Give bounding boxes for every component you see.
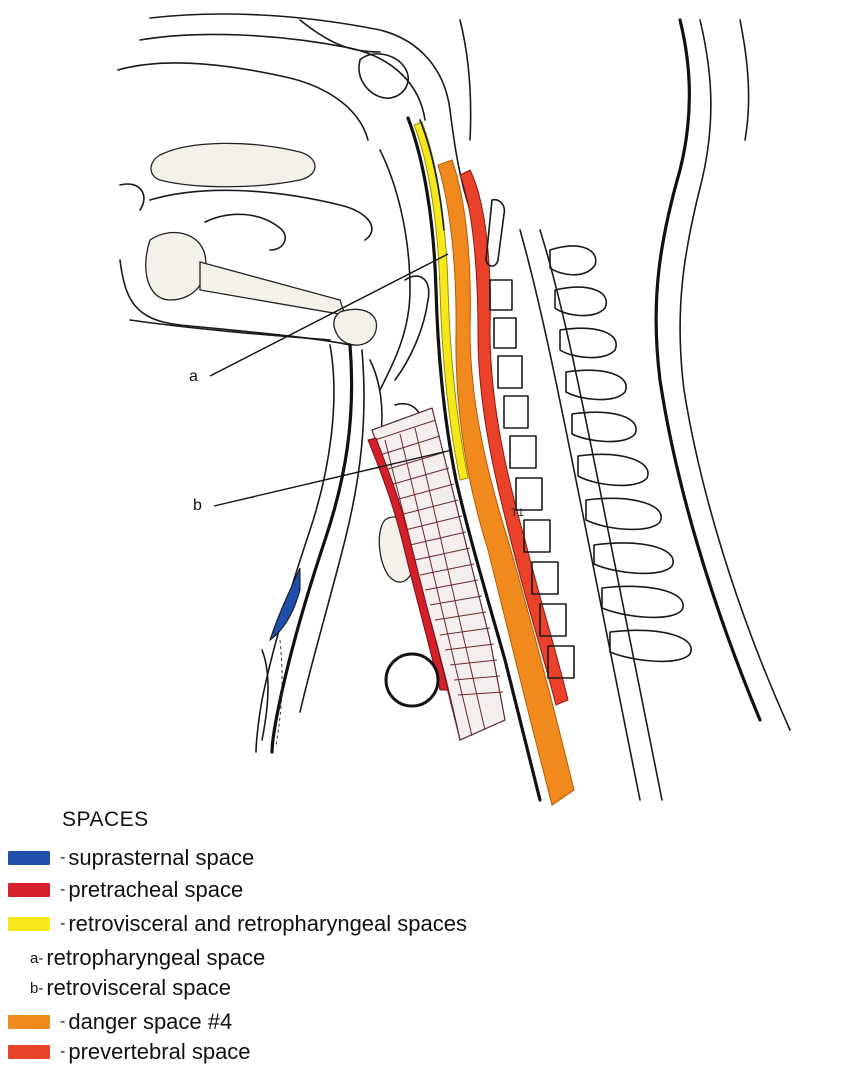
legend-label: suprasternal space [68,845,255,870]
legend-label: pretracheal space [68,877,244,902]
legend-subitem-b: b- retrovisceral space [30,974,231,1002]
pretracheal-swatch [8,883,50,897]
legend-dash: - [60,1013,66,1030]
callout-b-label: b [193,497,202,514]
legend: SPACES - suprasternal space - pretrachea… [0,800,856,1086]
legend-item-suprasternal: - suprasternal space [8,844,254,872]
legend-item-retrovisceral: - retrovisceral and retropharyngeal spac… [8,910,467,938]
legend-item-pretracheal: - pretracheal space [8,876,243,904]
legend-dash: - [60,881,66,898]
legend-label: danger space #4 [68,1009,233,1034]
palate-region [119,142,373,251]
callout-a-line [209,253,449,377]
mandible-region [119,231,378,346]
suprasternal-space [269,567,301,642]
pretracheal-space [367,437,449,691]
sternum-marker [384,652,440,708]
legend-title: SPACES [62,808,149,831]
legend-item-danger: - danger space #4 [8,1008,232,1036]
legend-sub-label: retrovisceral space [46,975,231,1000]
neck-sagittal-diagram: T1 [117,13,791,806]
callout-a-label: a [189,368,198,385]
callout-b-line [213,449,453,507]
legend-item-prevertebral: - prevertebral space [8,1038,251,1066]
legend-dash: - [60,849,66,866]
legend-label: prevertebral space [68,1039,251,1064]
legend-sub-letter: a- [30,949,44,967]
legend-dash: - [60,915,66,932]
danger-swatch [8,1015,50,1029]
suprasternal-swatch [8,851,50,865]
legend-sub-label: retropharyngeal space [46,945,266,970]
legend-dash: - [60,1043,66,1060]
danger-space [437,159,575,806]
skull-base [117,13,472,211]
cervical-spine [485,18,791,801]
vertebra-label: T1 [511,507,524,519]
prevertebral-swatch [8,1045,50,1059]
legend-subitem-a: a- retropharyngeal space [30,944,265,972]
prevertebral-space [459,169,569,706]
legend-sub-letter: b- [30,979,44,997]
retrovisceral-swatch [8,917,50,931]
legend-label: retrovisceral and retropharyngeal spaces [68,911,467,936]
anterior-neck [255,343,365,754]
